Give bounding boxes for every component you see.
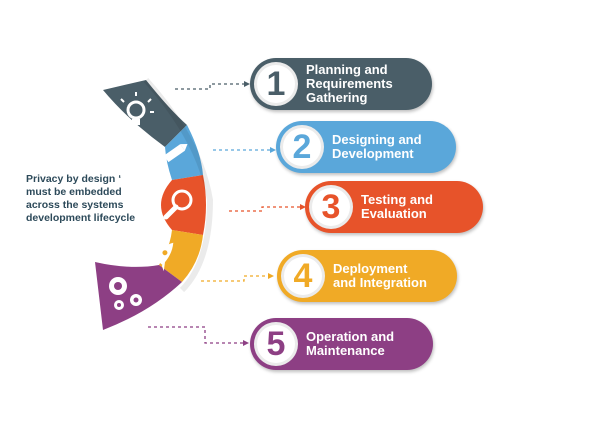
step-3-label: Testing and Evaluation <box>361 181 475 233</box>
side-text-line: must be embedded <box>26 186 122 198</box>
step-5-pill: 5 Operation and Maintenance <box>250 318 433 370</box>
side-text-line: Privacy by design ‘ <box>26 173 122 185</box>
step-number-badge: 5 <box>254 322 298 366</box>
connector-arrow-5 <box>243 340 249 346</box>
connector-arrow-1 <box>244 81 250 87</box>
step-number-badge: 3 <box>309 185 353 229</box>
step-label-line: Evaluation <box>361 206 427 221</box>
arc-shadow <box>143 77 214 293</box>
step-label-line: Gathering <box>306 90 368 105</box>
step-label-line: Maintenance <box>306 343 385 358</box>
step-3-pill: 3 Testing and Evaluation <box>305 181 483 233</box>
step-label-line: Deployment <box>333 261 408 276</box>
step-1-pill: 1 Planning and Requirements Gathering <box>250 58 432 110</box>
step-label-line: Requirements <box>306 76 393 91</box>
side-text-line: across the systems <box>26 199 124 211</box>
connector-5 <box>148 326 243 344</box>
step-2-label: Designing and Development <box>332 121 448 173</box>
connector-1 <box>175 83 244 90</box>
arc-segment-4 <box>159 230 203 282</box>
arc-segment-1 <box>103 80 187 147</box>
step-label-line: Testing and <box>361 192 433 207</box>
magnifier-icon <box>163 189 193 220</box>
connector-arrow-4 <box>268 273 274 279</box>
arc-segment-2 <box>165 125 203 180</box>
step-number-badge: 2 <box>280 125 324 169</box>
gears-icon <box>109 277 142 310</box>
step-label-line: Planning and <box>306 62 388 77</box>
step-number-badge: 4 <box>281 254 325 298</box>
step-5-label: Operation and Maintenance <box>306 318 425 370</box>
step-1-label: Planning and Requirements Gathering <box>306 58 424 110</box>
step-4-label: Deployment and Integration <box>333 250 449 302</box>
side-text-line: development lifecycle <box>26 212 136 224</box>
step-4-pill: 4 Deployment and Integration <box>277 250 457 302</box>
step-label-line: Designing and <box>332 132 422 147</box>
connector-3 <box>229 206 300 212</box>
step-label-line: Development <box>332 146 414 161</box>
step-2-pill: 2 Designing and Development <box>276 121 456 173</box>
connector-arrow-2 <box>270 147 276 153</box>
rocket-icon <box>146 242 174 272</box>
pencil-icon <box>163 143 188 163</box>
step-label-line: Operation and <box>306 329 395 344</box>
connector-arrow-3 <box>300 204 306 210</box>
step-number-badge: 1 <box>254 62 298 106</box>
arc-segment-3 <box>161 175 206 235</box>
side-text: Privacy by design ‘ must be embedded acr… <box>26 173 176 225</box>
step-label-line: and Integration <box>333 275 427 290</box>
lightbulb-icon <box>118 92 154 125</box>
connector-4 <box>201 275 268 282</box>
